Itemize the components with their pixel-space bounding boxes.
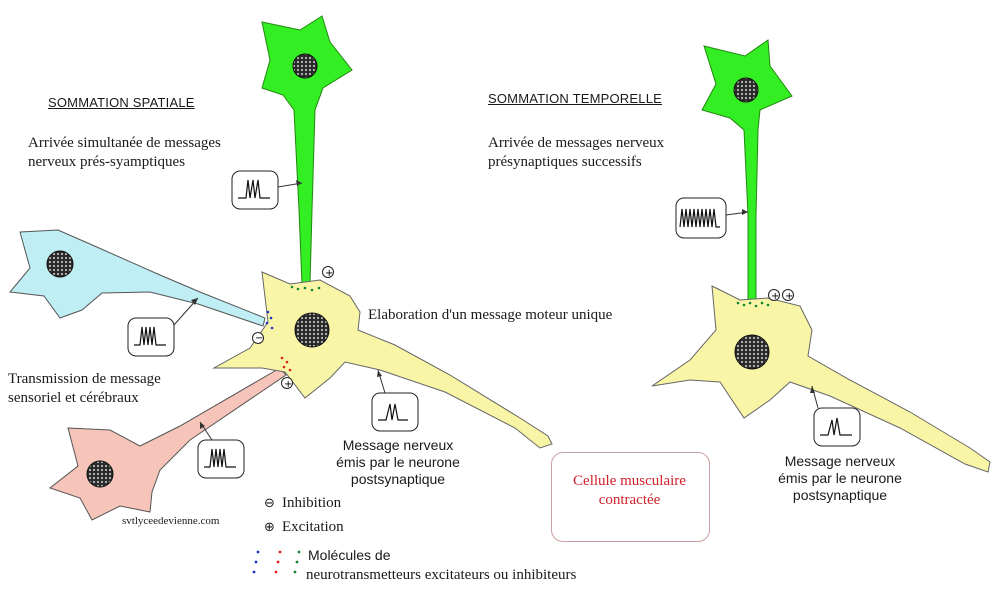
site-credit: svtlyceedevienne.com — [122, 515, 220, 527]
svg-text:+: + — [771, 291, 779, 302]
blue-neuron — [9, 229, 266, 327]
inhibition-symbol: ⊖ — [264, 496, 275, 511]
left-markers: + − + — [252, 266, 334, 390]
synapse-dots-right — [736, 301, 770, 308]
signal-box-yellow-left — [371, 369, 419, 432]
muscle-cell-box — [551, 452, 710, 542]
arrival-successive-line2: présynaptiques successifs — [488, 154, 642, 170]
muscle-line2: contractée — [598, 492, 661, 508]
yellow-neuron-left — [212, 271, 553, 449]
legend-molecules-line1: Molécules de — [308, 547, 391, 563]
svg-text:+: + — [284, 379, 292, 390]
output-left-line2: émis par le neurone — [336, 454, 460, 470]
legend-molecule-dots — [252, 550, 301, 574]
transmission-line1: Transmission de message — [8, 371, 161, 387]
legend-excitation: Excitation — [282, 519, 344, 535]
right-markers: + + — [768, 289, 794, 302]
legend-inhibition: Inhibition — [282, 495, 342, 511]
signal-box-pink — [197, 421, 245, 479]
signal-box-yellow-right — [810, 385, 861, 447]
transmission-line2: sensoriel et cérébraux — [8, 390, 139, 406]
signal-box-green-right — [675, 197, 749, 239]
legend-molecules-line2: neurotransmetteurs excitateurs ou inhibi… — [306, 567, 577, 583]
pink-neuron — [48, 367, 287, 521]
output-right-line1: Message nerveux — [784, 453, 896, 469]
excitation-symbol: ⊕ — [264, 520, 275, 535]
output-right-line3: postsynaptique — [792, 487, 888, 503]
title-temporal: SOMMATION TEMPORELLE — [488, 91, 662, 106]
svg-text:−: − — [255, 333, 263, 344]
muscle-line1: Cellule musculaire — [573, 473, 686, 489]
signal-box-blue — [127, 297, 199, 357]
green-neuron-left — [261, 15, 353, 286]
muscle-cell-label: Cellule musculaire contractée — [551, 472, 708, 510]
output-left-line3: postsynaptique — [350, 471, 446, 487]
title-spatial: SOMMATION SPATIALE — [48, 95, 195, 110]
output-right-line2: émis par le neurone — [778, 470, 902, 486]
arrival-simultaneous-line1: Arrivée simultanée de messages — [28, 135, 221, 151]
signal-box-green-left — [231, 170, 303, 210]
arrival-simultaneous-line2: nerveux prés-syamptiques — [28, 154, 186, 170]
svg-text:+: + — [325, 268, 333, 279]
synapse-dots-left — [265, 285, 321, 372]
elaboration-label: Elaboration d'un message moteur unique — [368, 307, 613, 323]
svg-text:+: + — [785, 291, 793, 302]
green-neuron-right — [701, 39, 793, 301]
yellow-neuron-right — [651, 285, 991, 473]
arrival-successive-line1: Arrivée de messages nerveux — [488, 135, 665, 151]
output-left-line1: Message nerveux — [342, 437, 454, 453]
